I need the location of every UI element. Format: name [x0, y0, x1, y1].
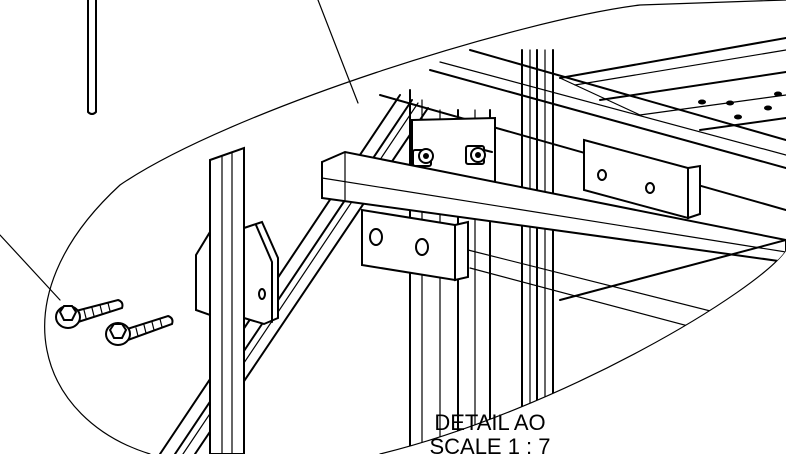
exterior-elements — [0, 0, 359, 301]
part-leader-line — [0, 234, 61, 301]
detail-scale: SCALE 1 : 7 — [429, 434, 550, 454]
detail-title: DETAIL AO — [434, 410, 545, 435]
gusset-plate — [243, 220, 279, 326]
flange-bolt-upper — [55, 298, 124, 329]
flange-bolt-lower — [105, 314, 174, 346]
lower-rails — [467, 239, 786, 353]
hex-nut-left — [412, 148, 434, 167]
vertical-rod — [87, 0, 97, 115]
detail-leader-line — [317, 0, 359, 104]
hex-nut-right — [465, 145, 493, 165]
detail-boundary — [44, 0, 786, 454]
front-block — [361, 208, 469, 282]
horizontal-crossbar — [321, 150, 786, 264]
vertical-post-center — [521, 49, 554, 454]
detail-view — [55, 37, 786, 454]
right-block — [583, 138, 701, 220]
left-post — [195, 146, 279, 454]
plate-holes — [698, 91, 782, 120]
